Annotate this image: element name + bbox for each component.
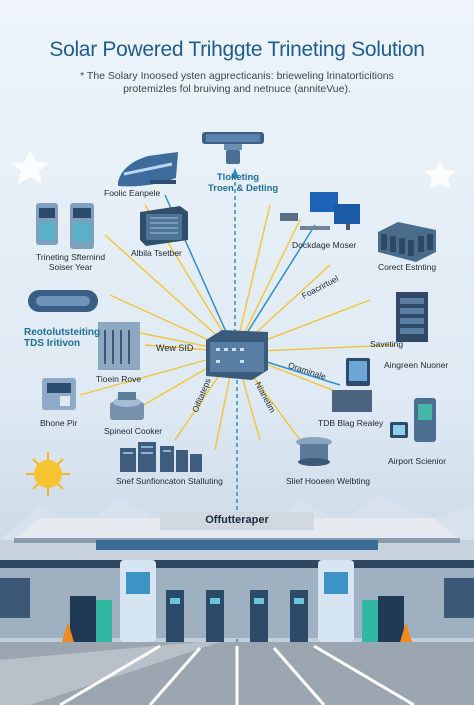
diagram-subtitle: * The Solary Inoosed ysten agprecticanis… [40,70,434,96]
cabinet-icon [140,206,188,246]
dish-label: Slief Hooeen Welbting [286,476,370,486]
airport-kiosk-label: Airport Scienior [388,456,447,466]
subtitle-line-2: protemizles fol bruiving and netnuce (an… [123,83,351,95]
station-sign: Offutteraper [205,514,269,526]
rack-icon [98,322,140,370]
diagram-title: Solar Powered Trihggte Trineting Solutio… [49,38,425,61]
servers-label: Corect Estnting [378,262,437,272]
storage-bank-icon [120,442,202,472]
hub-top-label: Tloketing Troen & Detling [208,172,279,194]
module-label-line-1: Reotolutsteiting [24,327,101,338]
train-label: Foolic Eanpele [104,188,161,198]
dish-icon [296,437,332,466]
subtitle-line-1: * The Solary Inoosed ysten agprecticanis… [80,70,394,82]
antenna-device [202,132,264,164]
star-icon [424,160,456,189]
spinner-device-label: Spineol Cooker [104,426,163,436]
hub-top-label-line-2: Troen & Detling [208,183,279,194]
star-icon [11,150,49,184]
server-tower-label: Saveting [370,339,404,349]
train-icon [118,152,178,187]
sun-icon [26,452,70,496]
rack-label: Tioein Rove [96,374,142,384]
module-label: Reotolutsteiting TDS Iritivon [24,327,100,349]
station-building [0,512,474,642]
module-label-line-2: TDS Iritivon [24,338,81,349]
workstation-icon [280,192,360,230]
phone-device-label: Bhone Pir [40,418,78,428]
server-tower-icon [396,292,428,342]
spinner-device-icon [110,392,144,420]
monitor-station-icon [332,358,372,412]
monitor-station-label: TDB Blag Realey [318,418,384,428]
module-icon [28,290,98,312]
server-bank-icon [378,222,436,262]
kiosks-label: Trineting Sfternind Soiser Year [36,252,105,272]
kiosks-label-line-2: Soiser Year [48,262,93,272]
hub-top-label-line-1: Tloketing [216,172,260,183]
road [0,642,474,705]
cabinet-label: Albila Tsetber [131,248,182,258]
central-hub-icon [206,330,268,380]
kiosk-pair-icon [36,203,94,249]
storage-bank-label: Snef Sunfioncaton Stalluting [116,476,223,486]
kiosks-label-line-1: Trineting Sfternind [36,252,106,262]
server-tower-sublabel: Aingreen Nuoner [384,360,449,370]
airport-kiosk-icon [390,398,436,442]
workstation-label: Dockdage Moser [292,240,357,250]
hub-center-label: Wew SID [156,343,194,353]
arrow-head [231,168,239,178]
phone-device-icon [42,378,76,410]
